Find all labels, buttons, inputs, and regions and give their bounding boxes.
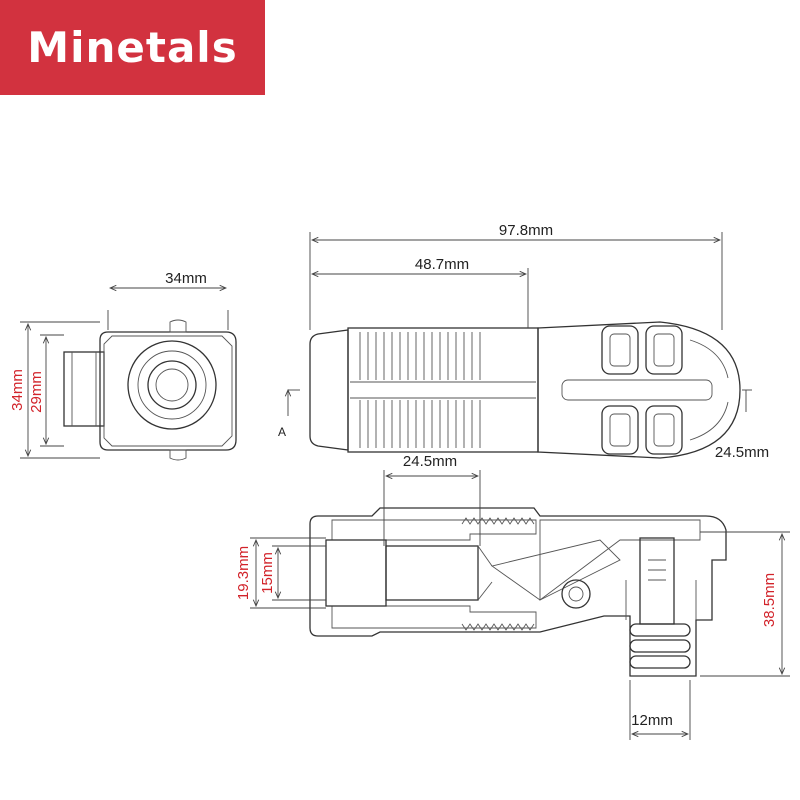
dim-total-height: 38.5mm — [761, 573, 778, 627]
dim-pin-width: 12mm — [631, 712, 673, 729]
section-label: A — [278, 425, 286, 439]
brand-logo: Minetals — [0, 0, 265, 95]
section-bore — [385, 545, 479, 601]
dim-total-length: 97.8mm — [499, 222, 553, 239]
dim-top-width: 24.5mm — [715, 444, 769, 461]
logo-text: Minetals — [27, 23, 238, 72]
end-view-port — [127, 340, 217, 430]
top-view-body — [347, 327, 539, 453]
section-outline — [309, 507, 727, 677]
end-view-housing — [99, 331, 237, 451]
end-view: 34mm 34mm 29mm — [9, 270, 237, 461]
dim-end-width: 34mm — [165, 270, 207, 287]
section-view: 24.5mm 19.3mm 15mm 38.5mm 12mm — [235, 453, 790, 740]
section-pin — [639, 537, 675, 625]
top-view-head — [537, 321, 741, 459]
dim-section-length: 24.5mm — [403, 453, 457, 470]
top-view-cap — [309, 329, 349, 451]
end-view-stub — [63, 351, 105, 427]
dim-end-height-outer: 34mm — [9, 369, 26, 411]
top-view: 97.8mm 48.7mm A 24.5mm — [278, 222, 769, 461]
dim-body-length: 48.7mm — [415, 256, 469, 273]
dim-end-height-inner: 29mm — [28, 371, 45, 413]
dim-inner-bore: 15mm — [259, 552, 276, 594]
dim-outer-bore: 19.3mm — [235, 546, 252, 600]
